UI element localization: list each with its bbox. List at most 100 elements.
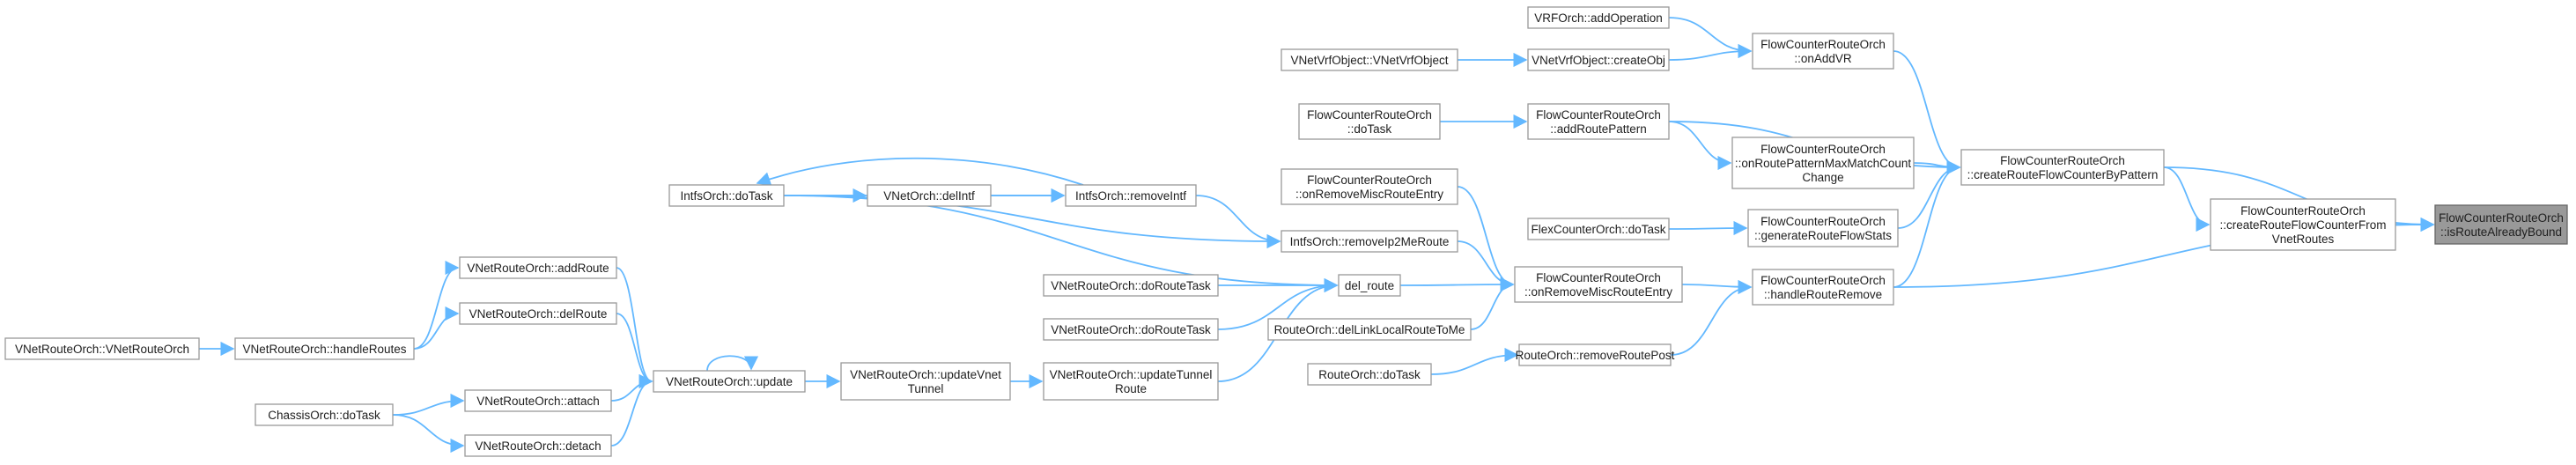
node-label: VNetRouteOrch::detach xyxy=(475,439,601,453)
node-vnetRouteDoRouteTask2[interactable]: VNetRouteOrch::doRouteTask xyxy=(1043,318,1219,341)
node-vrfAddOperation[interactable]: VRFOrch::addOperation xyxy=(1527,6,1670,29)
node-label: VNetRouteOrch::addRoute xyxy=(467,262,609,275)
node-label: ::createRouteFlowCounterFrom xyxy=(2219,218,2386,232)
node-box xyxy=(255,403,394,426)
node-vnetVrfCreateObj[interactable]: VNetVrfObject::createObj xyxy=(1527,48,1670,71)
node-label: RouteOrch::removeRoutePost xyxy=(1516,349,1675,362)
node-label: FlowCounterRouteOrch xyxy=(1760,215,1886,228)
node-label: Change xyxy=(1802,171,1843,184)
node-label: ::generateRouteFlowStats xyxy=(1754,229,1892,242)
edge-handleRouteRemove-to-createRouteFlowCounterByPattern xyxy=(1893,159,1961,288)
node-label: ::doTask xyxy=(1347,122,1392,136)
node-generateRouteFlowStats[interactable]: FlowCounterRouteOrch::generateRouteFlowS… xyxy=(1747,209,1899,247)
edge-vnetVrfCreateObj-to-onAddVR xyxy=(1668,43,1753,61)
edge-fcrOnRemoveMiscRouteEntry2-to-handleRouteRemove xyxy=(1681,279,1753,295)
node-intfsRemoveIp2MeRoute[interactable]: IntfsOrch::removeIp2MeRoute xyxy=(1281,230,1458,253)
node-box xyxy=(1043,274,1219,297)
node-box xyxy=(1281,230,1458,253)
node-label: ::onAddVR xyxy=(1794,52,1852,65)
node-chassisDoTask[interactable]: ChassisOrch::doTask xyxy=(255,403,394,426)
edge-flexDoTask-to-generateRouteFlowStats xyxy=(1668,220,1748,236)
node-label: del_route xyxy=(1345,279,1394,292)
node-onAddVR[interactable]: FlowCounterRouteOrch::onAddVR xyxy=(1752,33,1894,70)
node-label: VNetVrfObject::VNetVrfObject xyxy=(1290,54,1448,67)
node-handleRoutes[interactable]: VNetRouteOrch::handleRoutes xyxy=(234,337,415,360)
edge-chassisDoTask-to-attach xyxy=(392,393,465,416)
node-box xyxy=(867,184,992,207)
node-vnetVrfCtor[interactable]: VNetVrfObject::VNetVrfObject xyxy=(1281,48,1458,71)
node-target[interactable]: FlowCounterRouteOrch::isRouteAlreadyBoun… xyxy=(2434,204,2568,245)
node-box xyxy=(1960,149,2165,186)
node-label: VNetRouteOrch::doRouteTask xyxy=(1051,323,1211,336)
node-box xyxy=(668,184,785,207)
node-label: VRFOrch::addOperation xyxy=(1534,11,1663,25)
node-delRoute[interactable]: del_route xyxy=(1338,274,1401,297)
node-routeRemoveRoutePost[interactable]: RouteOrch::removeRoutePost xyxy=(1516,343,1675,366)
node-box xyxy=(1514,266,1683,303)
node-box xyxy=(234,337,415,360)
node-label: ::onRoutePatternMaxMatchCount xyxy=(1735,157,1912,170)
node-routeDoTask[interactable]: RouteOrch::doTask xyxy=(1307,363,1432,386)
node-label: FlowCounterRouteOrch xyxy=(1307,108,1432,122)
node-box xyxy=(464,434,612,457)
node-addRoutePattern[interactable]: FlowCounterRouteOrch::addRoutePattern xyxy=(1527,103,1670,140)
node-label: VNetRouteOrch::doRouteTask xyxy=(1051,279,1211,292)
node-box xyxy=(840,362,1011,401)
node-label: FlowCounterRouteOrch xyxy=(1536,108,1661,122)
node-intfsRemoveIntf[interactable]: IntfsOrch::removeIntf xyxy=(1065,184,1197,207)
node-label: IntfsOrch::doTask xyxy=(680,189,772,203)
node-label: ::onRemoveMiscRouteEntry xyxy=(1524,285,1672,299)
node-label: ::addRoutePattern xyxy=(1550,122,1647,136)
node-onRoutePatternMaxMatchCountChange[interactable]: FlowCounterRouteOrch::onRoutePatternMaxM… xyxy=(1731,137,1915,189)
node-onRemoveMiscRouteEntry[interactable]: FlowCounterRouteOrch::onRemoveMiscRouteE… xyxy=(1281,168,1458,205)
node-vnetRouteCtor[interactable]: VNetRouteOrch::VNetRouteOrch xyxy=(4,337,200,360)
node-box xyxy=(1281,48,1458,71)
node-label: VNetVrfObject::createObj xyxy=(1532,54,1665,67)
edge-detach-to-update xyxy=(610,373,653,447)
node-label: VNetRouteOrch::handleRoutes xyxy=(242,343,406,356)
node-box xyxy=(1065,184,1197,207)
node-addRoute[interactable]: VNetRouteOrch::addRoute xyxy=(459,256,617,279)
node-label: ::onRemoveMiscRouteEntry xyxy=(1295,188,1443,201)
edge-intfsRemoveIp2MeRoute-to-fcrOnRemoveMiscRouteEntry2 xyxy=(1457,240,1515,292)
node-label: VNetRouteOrch::updateTunnel xyxy=(1050,368,1213,381)
node-flexDoTask[interactable]: FlexCounterOrch::doTask xyxy=(1527,218,1670,240)
node-createRouteFlowCounterByPattern[interactable]: FlowCounterRouteOrch::createRouteFlowCou… xyxy=(1960,149,2165,186)
node-label: VnetRoutes xyxy=(2272,232,2335,246)
node-update[interactable]: VNetRouteOrch::update xyxy=(653,370,806,393)
node-fcrOnRemoveMiscRouteEntry2[interactable]: FlowCounterRouteOrch::onRemoveMiscRouteE… xyxy=(1514,266,1683,303)
node-label: RouteOrch::doTask xyxy=(1318,368,1421,381)
node-label: FlowCounterRouteOrch xyxy=(1307,173,1432,187)
node-vnetRouteDoRouteTask[interactable]: VNetRouteOrch::doRouteTask xyxy=(1043,274,1219,297)
node-box xyxy=(1527,218,1670,240)
nodes: FlowCounterRouteOrch::isRouteAlreadyBoun… xyxy=(4,6,2568,457)
node-createRouteFlowCounterFromVnetRoutes[interactable]: FlowCounterRouteOrch::createRouteFlowCou… xyxy=(2210,198,2396,251)
node-intfsDoTask[interactable]: IntfsOrch::doTask xyxy=(668,184,785,207)
node-label: ::isRouteAlreadyBound xyxy=(2440,225,2562,239)
node-attach[interactable]: VNetRouteOrch::attach xyxy=(464,389,612,412)
edge-addRoute-to-update xyxy=(616,267,653,389)
node-label: VNetRouteOrch::attach xyxy=(476,395,600,408)
node-vnetDelIntf[interactable]: VNetOrch::delIntf xyxy=(867,184,992,207)
edge-vnetRouteDoRouteTask2-to-delRoute xyxy=(1217,277,1339,330)
node-label: ChassisOrch::doTask xyxy=(268,409,380,422)
edge-vrfAddOperation-to-onAddVR xyxy=(1668,17,1753,59)
node-routeDelLinkLocal[interactable]: RouteOrch::delLinkLocalRouteToMe xyxy=(1267,318,1472,341)
node-detach[interactable]: VNetRouteOrch::detach xyxy=(464,434,612,457)
node-box xyxy=(464,389,612,412)
node-box xyxy=(1752,269,1894,306)
edge-intfsRemoveIntf-to-intfsDoTask-loop xyxy=(756,157,1084,186)
node-box xyxy=(2434,204,2568,245)
node-delRouteV[interactable]: VNetRouteOrch::delRoute xyxy=(459,302,617,325)
node-label: RouteOrch::delLinkLocalRouteToMe xyxy=(1274,323,1465,336)
edge-update-self-loop xyxy=(706,355,759,372)
node-box xyxy=(1267,318,1472,341)
node-handleRouteRemove[interactable]: FlowCounterRouteOrch::handleRouteRemove xyxy=(1752,269,1894,306)
node-label: FlowCounterRouteOrch xyxy=(1760,274,1886,287)
node-fcrDoTask[interactable]: FlowCounterRouteOrch::doTask xyxy=(1298,103,1441,140)
node-box xyxy=(4,337,200,360)
node-box xyxy=(1298,103,1441,140)
